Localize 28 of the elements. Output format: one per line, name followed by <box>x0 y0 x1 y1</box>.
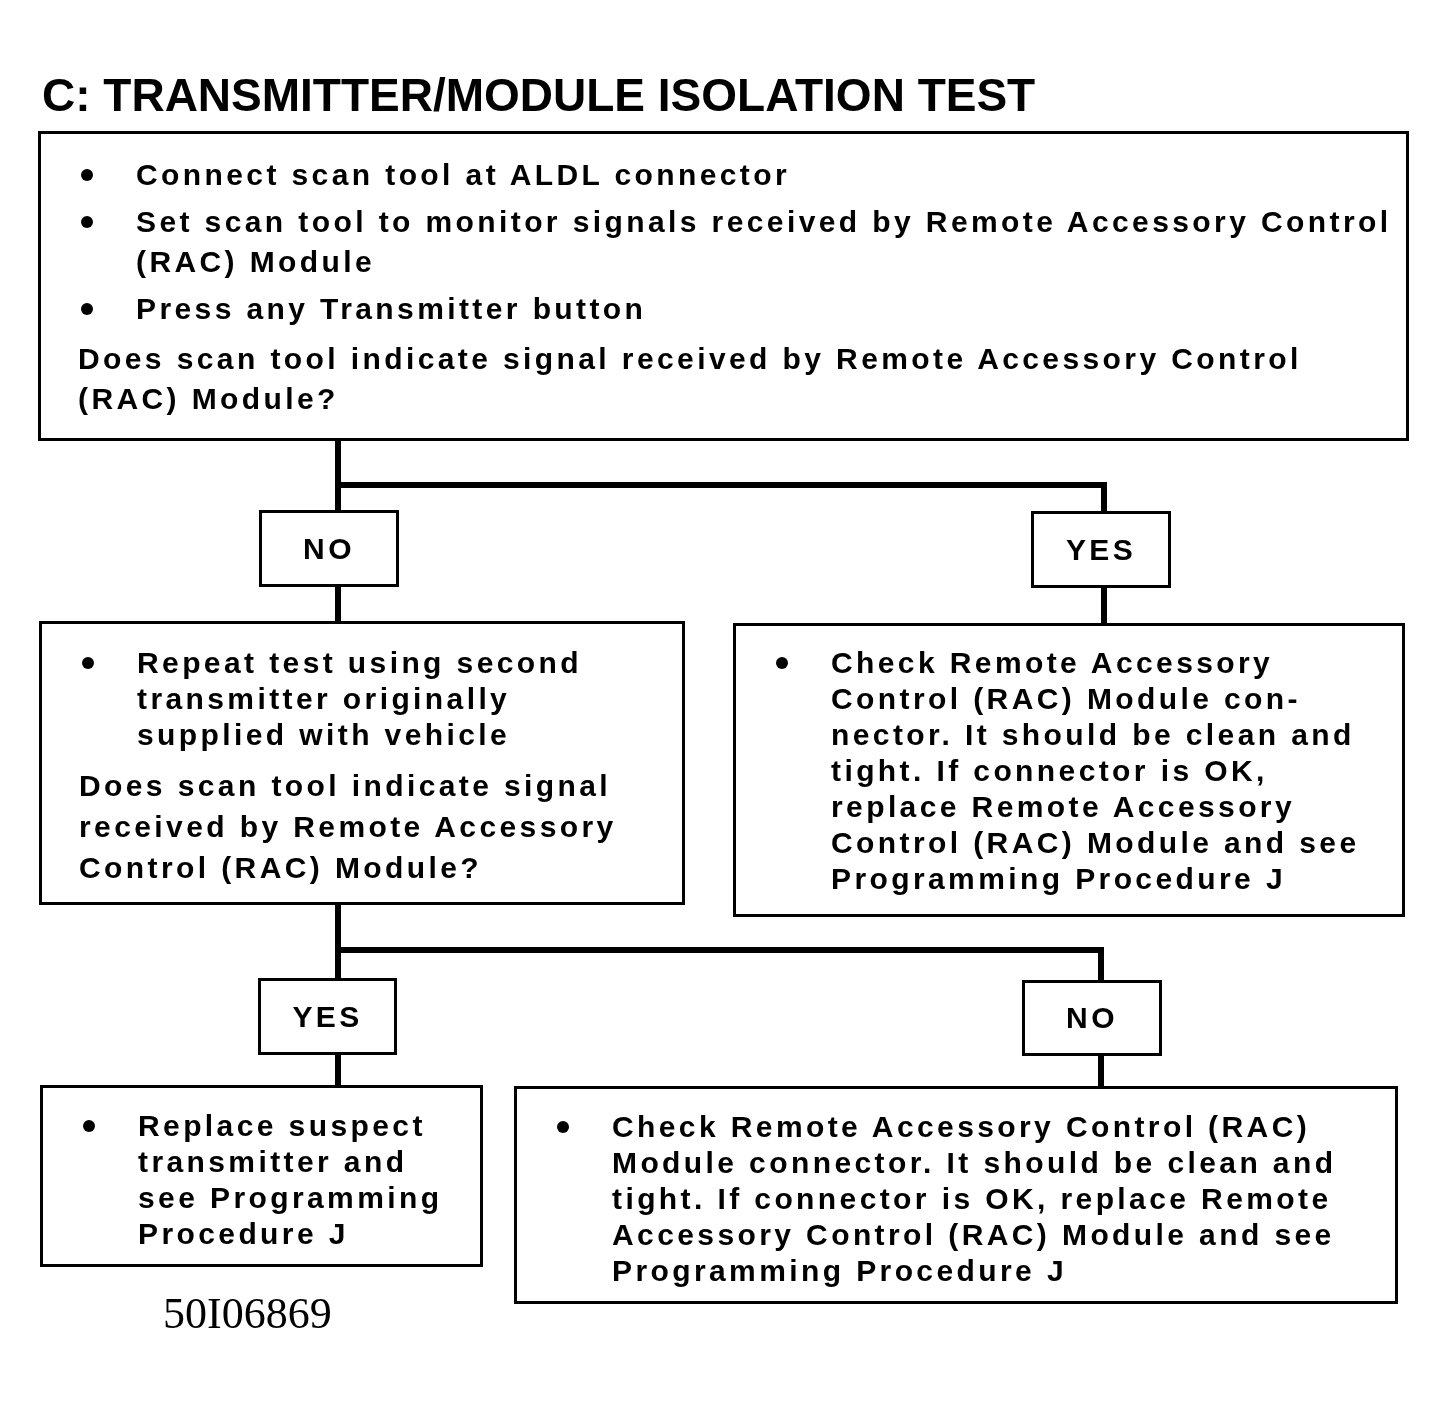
connector-line <box>335 1055 341 1085</box>
answer-tag <box>1022 980 1162 1056</box>
figure-number: 50I06869 <box>163 1290 332 1338</box>
instruction-text: Repeat test using second transmitter originally supplied with vehicle <box>137 645 583 753</box>
diagram-title: C: TRANSMITTER/MODULE ISOLATION TEST <box>42 72 1036 118</box>
step-box <box>40 1085 483 1267</box>
instruction-text: Replace suspect transmitter and see Programming Procedure J <box>138 1108 444 1252</box>
step-box <box>514 1086 1398 1304</box>
answer-text: YES <box>292 998 363 1035</box>
question-text: Does scan tool indicate signal received by Remote Accessory Control (RAC) Module? <box>79 768 618 886</box>
instruction-text: Check Remote Accessory Control (RAC) Module con-nector. It should be clean and tight. If connector is OK, replace Remote Accessory Control (RAC) Module and see Programming Procedure J <box>831 645 1361 897</box>
connector-line <box>1101 588 1107 623</box>
step-box <box>39 621 685 905</box>
answer-tag <box>258 978 397 1055</box>
answer-tag <box>259 510 399 587</box>
instruction-text: Set scan tool to monitor signals received by Remote Accessory Control (RAC) Module <box>136 204 1392 280</box>
instruction-text: Press any Transmitter button <box>136 291 648 327</box>
answer-text: YES <box>1065 531 1137 568</box>
step-box <box>733 623 1405 917</box>
question-text: Does scan tool indicate signal received by Remote Accessory Control (RAC) Module? <box>78 341 1303 417</box>
instruction-text: Check Remote Accessory Control (RAC) Module connector. It should be clean and tight. If connector is OK, replace Remote Accessory Control (RAC) Module and see Programming Procedure J <box>612 1109 1338 1289</box>
connector-line <box>1098 1056 1104 1086</box>
answer-tag <box>1031 511 1171 588</box>
instruction-text: Connect scan tool at ALDL connector <box>136 157 792 193</box>
answer-text: NO <box>303 530 355 567</box>
connector-line <box>335 587 341 621</box>
step-box <box>38 131 1409 441</box>
answer-text: NO <box>1066 1000 1118 1036</box>
